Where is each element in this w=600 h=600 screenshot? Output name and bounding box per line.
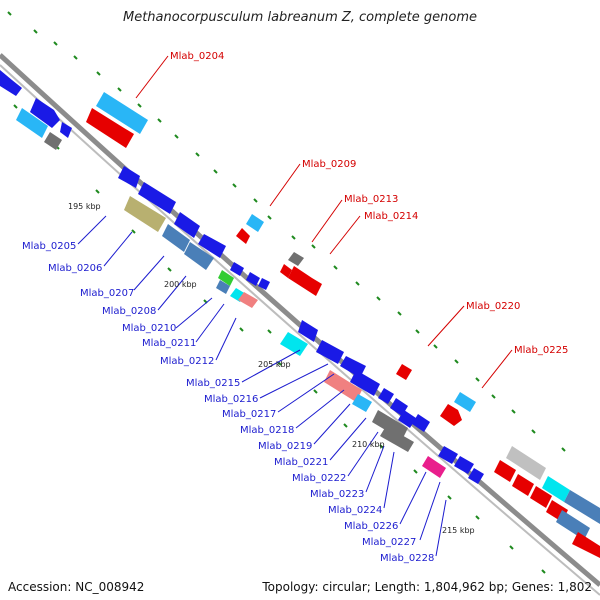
gene-arrow-0226b (454, 456, 474, 474)
gene-arrow-0232 (572, 532, 600, 558)
label-mlab-0226[interactable]: Mlab_0226 (344, 521, 398, 532)
gene-arrow-0230 (494, 460, 516, 482)
tick-205: 205 kbp (258, 360, 291, 369)
minus-strand-genes (0, 70, 484, 484)
tick-195: 195 kbp (68, 202, 101, 211)
label-mlab-0212[interactable]: Mlab_0212 (160, 356, 214, 367)
gene-box-0215 (280, 332, 308, 356)
gene-arrow-0222 (398, 410, 416, 428)
minus-gene-labels: Mlab_0205 Mlab_0206 Mlab_0207 Mlab_0208 … (22, 241, 434, 564)
gene-arrow-0225 (440, 404, 462, 426)
gene-box-0204 (96, 92, 148, 134)
label-mlab-0207[interactable]: Mlab_0207 (80, 288, 134, 299)
gene-box-0229b (542, 476, 570, 502)
gene-arrow-0230b (512, 474, 534, 496)
gene-box-0208b (184, 242, 214, 270)
gene-arrow-0203 (30, 98, 60, 128)
label-mlab-0216[interactable]: Mlab_0216 (204, 394, 258, 405)
label-mlab-0227[interactable]: Mlab_0227 (362, 537, 416, 548)
label-mlab-0217[interactable]: Mlab_0217 (222, 409, 276, 420)
gene-arrow-0218b (378, 388, 394, 404)
backbone-outer (0, 53, 600, 587)
plus-gene-labels: Mlab_0204 Mlab_0209 Mlab_0213 Mlab_0214 … (170, 51, 568, 356)
gene-arrow-0218 (350, 370, 380, 396)
gene-arrow-0201 (0, 70, 22, 96)
plus-strand-genes (86, 92, 600, 558)
gene-arrow-0226 (438, 446, 458, 464)
inner-dash-track (13, 104, 546, 574)
gene-arrow-0213 (280, 264, 292, 278)
gene-box-0202b (44, 132, 62, 150)
gene-box-0212b (238, 292, 258, 308)
gene-box-0225 (454, 392, 476, 412)
label-mlab-0225[interactable]: Mlab_0225 (514, 345, 568, 356)
leader-lines-plus (135, 55, 513, 389)
gene-box-0202 (16, 108, 48, 138)
gene-arrow-0203b (60, 122, 72, 138)
gene-box-0213 (288, 252, 304, 266)
label-mlab-0219[interactable]: Mlab_0219 (258, 441, 312, 452)
label-mlab-0221[interactable]: Mlab_0221 (274, 457, 328, 468)
gene-arrow-0205a (118, 166, 140, 188)
gene-box-0229c (564, 490, 600, 524)
accession-text: Accession: NC_008942 (8, 580, 145, 594)
map-title: Methanocorpusculum labreanum Z, complete… (123, 10, 477, 25)
label-mlab-0224[interactable]: Mlab_0224 (328, 505, 382, 516)
gene-arrow-0210b (246, 272, 260, 286)
gene-box-0229 (506, 446, 546, 480)
gene-arrow-0215 (298, 320, 318, 342)
label-mlab-0204[interactable]: Mlab_0204 (170, 51, 224, 62)
gene-box-0231 (556, 510, 590, 540)
gene-arrow-0230c (530, 486, 552, 508)
tick-215: 215 kbp (442, 526, 475, 535)
label-mlab-0215[interactable]: Mlab_0215 (186, 378, 240, 389)
label-mlab-0223[interactable]: Mlab_0223 (310, 489, 364, 500)
scale-tick-labels: 195 kbp 200 kbp 205 kbp 210 kbp 215 kbp (68, 202, 475, 535)
gene-arrow-0204 (86, 108, 134, 148)
gene-arrow-0207b (198, 234, 226, 258)
tick-200: 200 kbp (164, 280, 197, 289)
gene-arrow-0227 (468, 468, 484, 484)
label-mlab-0205[interactable]: Mlab_0205 (22, 241, 76, 252)
gene-box-0208 (162, 224, 190, 252)
label-mlab-0222[interactable]: Mlab_0222 (292, 473, 346, 484)
gene-arrow-0209 (236, 228, 250, 244)
label-mlab-0218[interactable]: Mlab_0218 (240, 425, 294, 436)
gene-box-0224 (422, 456, 446, 478)
gene-box-0209 (246, 214, 264, 232)
label-mlab-0228[interactable]: Mlab_0228 (380, 553, 434, 564)
outer-dash-track (7, 11, 566, 452)
gene-box-0223 (372, 410, 408, 440)
gene-arrow-0220 (396, 364, 412, 380)
gene-arrow-0222b (412, 414, 430, 432)
leader-lines-minus (77, 215, 447, 557)
label-mlab-0208[interactable]: Mlab_0208 (102, 306, 156, 317)
gene-arrow-0205b (138, 182, 176, 214)
label-mlab-0210[interactable]: Mlab_0210 (122, 323, 176, 334)
gene-arrow-0210c (258, 278, 270, 290)
label-mlab-0214[interactable]: Mlab_0214 (364, 211, 418, 222)
gene-box-0211b (216, 280, 230, 294)
gene-box-0219 (352, 394, 372, 412)
gene-box-0206 (124, 196, 166, 232)
label-mlab-0206[interactable]: Mlab_0206 (48, 263, 102, 274)
gene-arrow-0216 (316, 340, 344, 364)
gene-box-0223b (380, 426, 414, 452)
genome-summary-text: Topology: circular; Length: 1,804,962 bp… (262, 580, 592, 594)
gene-arrow-0207a (174, 212, 200, 238)
gene-box-0217 (324, 370, 362, 402)
tick-210: 210 kbp (352, 440, 385, 449)
gene-arrow-0214 (288, 266, 322, 296)
label-mlab-0220[interactable]: Mlab_0220 (466, 301, 520, 312)
label-mlab-0209[interactable]: Mlab_0209 (302, 159, 356, 170)
gene-arrow-0210a (230, 262, 244, 276)
label-mlab-0213[interactable]: Mlab_0213 (344, 194, 398, 205)
backbone-inner (0, 64, 600, 596)
label-mlab-0211[interactable]: Mlab_0211 (142, 338, 196, 349)
gene-box-0211 (218, 270, 234, 286)
